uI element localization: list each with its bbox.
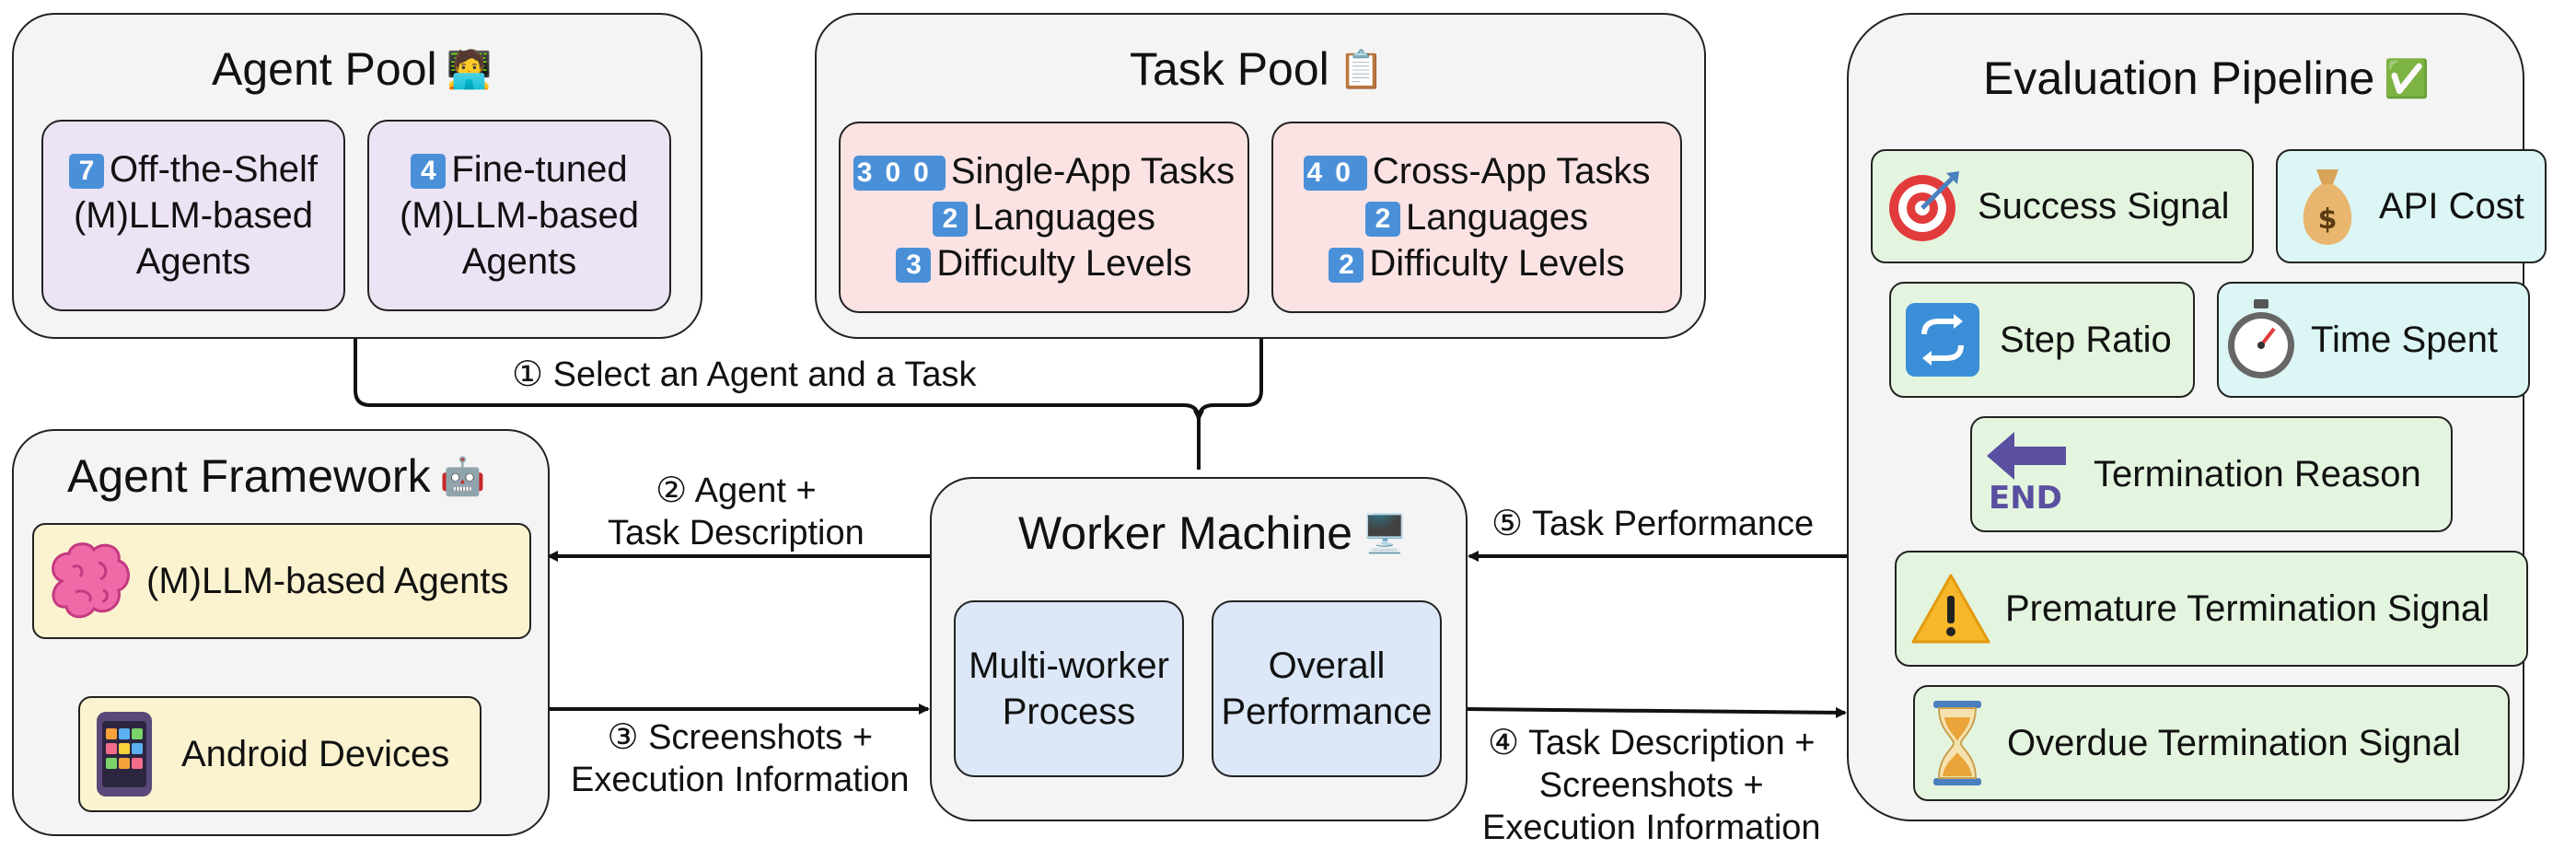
task-pool-title: Task Pool 📋 — [1130, 43, 1385, 95]
phone-icon — [97, 712, 152, 797]
llm-agents-box: (M)LLM-based Agents — [32, 523, 531, 639]
overdue-termination-box: Overdue Termination Signal — [1913, 685, 2510, 801]
warning-icon — [1911, 574, 1990, 644]
hourglass-icon — [1933, 701, 1981, 785]
money-bag-icon: $ — [2303, 169, 2352, 245]
termination-reason-box: END Termination Reason — [1970, 416, 2453, 532]
clipboard-icon: 📋 — [1338, 49, 1385, 90]
select-connector — [354, 339, 1263, 470]
step5-label: ⑤ Task Performance — [1491, 505, 1815, 543]
end-arrow-icon: END — [1985, 428, 2068, 520]
step4-label: ④ Task Description + Screenshots + Execu… — [1482, 724, 1821, 847]
target-icon — [1889, 171, 1959, 241]
step1-label: ① Select an Agent and a Task — [512, 355, 977, 394]
success-signal-box: Success Signal — [1871, 149, 2254, 263]
agent-framework-title: Agent Framework 🤖 — [67, 450, 486, 502]
step2-label: ② Agent + Task Description — [608, 471, 864, 552]
desktop-icon: 🖥️ — [1362, 513, 1408, 554]
count-badge: 7 — [68, 154, 104, 190]
technologist-icon: 🧑‍💻 — [446, 49, 493, 90]
worker-machine-panel: Worker Machine 🖥️ Multi-worker Process O… — [930, 477, 1468, 821]
step3-label: ③ Screenshots + Execution Information — [571, 718, 910, 799]
evaluation-pipeline-title: Evaluation Pipeline ✅ — [1983, 52, 2431, 104]
step-ratio-box: Step Ratio — [1889, 282, 2195, 398]
agent-pool-title: Agent Pool 🧑‍💻 — [212, 43, 493, 95]
count-badge: 40 — [1303, 156, 1367, 192]
count-badge: 300 — [853, 156, 946, 192]
api-cost-box: $ API Cost — [2276, 149, 2547, 263]
evaluation-pipeline-panel: Evaluation Pipeline ✅ Success Signal $ A… — [1847, 13, 2547, 821]
repeat-icon — [1906, 303, 1979, 377]
premature-termination-box: Premature Termination Signal — [1895, 551, 2528, 667]
robot-icon: 🤖 — [439, 456, 486, 497]
worker-machine-title: Worker Machine 🖥️ — [1018, 507, 1408, 559]
count-badge: 2 — [1365, 202, 1401, 238]
count-badge: 2 — [1329, 248, 1364, 284]
overall-performance-box: Overall Performance — [1212, 600, 1442, 777]
brain-icon — [52, 542, 130, 619]
count-badge: 2 — [933, 202, 968, 238]
stopwatch-icon — [2228, 299, 2294, 378]
svg-text:$: $ — [2318, 204, 2338, 236]
count-badge: 4 — [411, 154, 447, 190]
arrow-task-description — [1465, 706, 1847, 718]
check-mark-icon: ✅ — [2384, 58, 2431, 99]
agent-framework-panel: Agent Framework 🤖 (M)LLM-based Agents An… — [12, 429, 550, 836]
multi-worker-process-box: Multi-worker Process — [954, 600, 1184, 777]
android-devices-box: Android Devices — [78, 696, 482, 812]
count-badge: 3 — [896, 248, 932, 284]
time-spent-box: Time Spent — [2217, 282, 2530, 398]
